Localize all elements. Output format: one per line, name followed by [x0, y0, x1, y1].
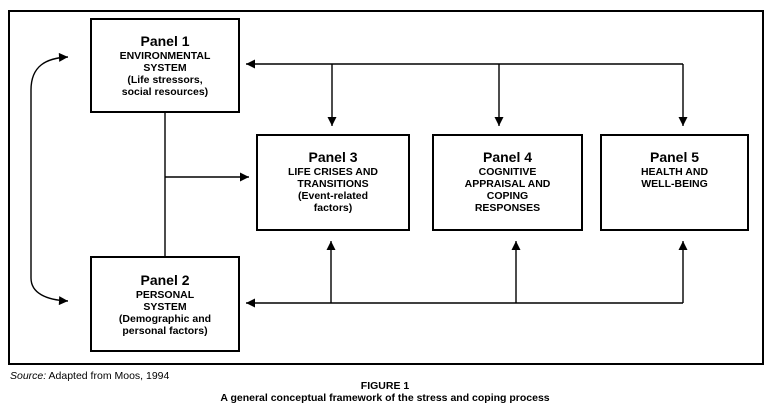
panel-5-line: HEALTH AND [640, 166, 709, 178]
panel-4-title: Panel 4 [482, 149, 533, 165]
source-label: Source: [10, 370, 47, 382]
panel-2-line: (Demographic and [118, 312, 212, 325]
figure-caption: FIGURE 1 A general conceptual framework … [0, 380, 770, 404]
panel-4-line: APPRAISAL AND [464, 178, 551, 190]
figure-title: A general conceptual framework of the st… [220, 391, 550, 404]
panel-1-line: ENVIRONMENTAL [119, 50, 211, 62]
panel-3-title: Panel 3 [308, 149, 358, 165]
panel-5-title: Panel 5 [649, 149, 700, 165]
panel-4-line: COGNITIVE [478, 166, 537, 178]
panel-5-line: WELL-BEING [641, 178, 708, 190]
panel-1-environmental-system: Panel 1 ENVIRONMENTAL SYSTEM (Life stres… [90, 18, 240, 113]
panel-2-line: personal factors) [122, 324, 208, 337]
source-note: Source: Adapted from Moos, 1994 [10, 370, 169, 382]
panel-1-line: SYSTEM [143, 62, 187, 74]
panel-2-line: PERSONAL [135, 288, 195, 301]
panel-3-line: TRANSITIONS [297, 178, 369, 190]
panel-1-title: Panel 1 [140, 33, 190, 49]
panel-1-line: social resources) [121, 86, 209, 98]
panel-3-line: (Event-related [297, 190, 369, 202]
panel-1-line: (Life stressors, [127, 74, 203, 86]
panel-2-line: SYSTEM [143, 300, 187, 313]
panel-5-health-wellbeing: Panel 5 HEALTH AND WELL-BEING [600, 134, 749, 231]
panel-4-line: RESPONSES [474, 202, 541, 214]
panel-3-line: factors) [313, 202, 353, 214]
panel-4-cognitive-appraisal: Panel 4 COGNITIVE APPRAISAL AND COPING R… [432, 134, 583, 231]
panel-4-line: COPING [486, 190, 529, 202]
panel-3-line: LIFE CRISES AND [287, 166, 379, 178]
figure-number: FIGURE 1 [360, 380, 410, 392]
panel-2-personal-system: Panel 2 PERSONAL SYSTEM (Demographic and… [90, 256, 240, 352]
panel-2-title: Panel 2 [140, 271, 190, 288]
panel-3-life-crises: Panel 3 LIFE CRISES AND TRANSITIONS (Eve… [256, 134, 410, 231]
source-text: Adapted from Moos, 1994 [46, 370, 170, 382]
